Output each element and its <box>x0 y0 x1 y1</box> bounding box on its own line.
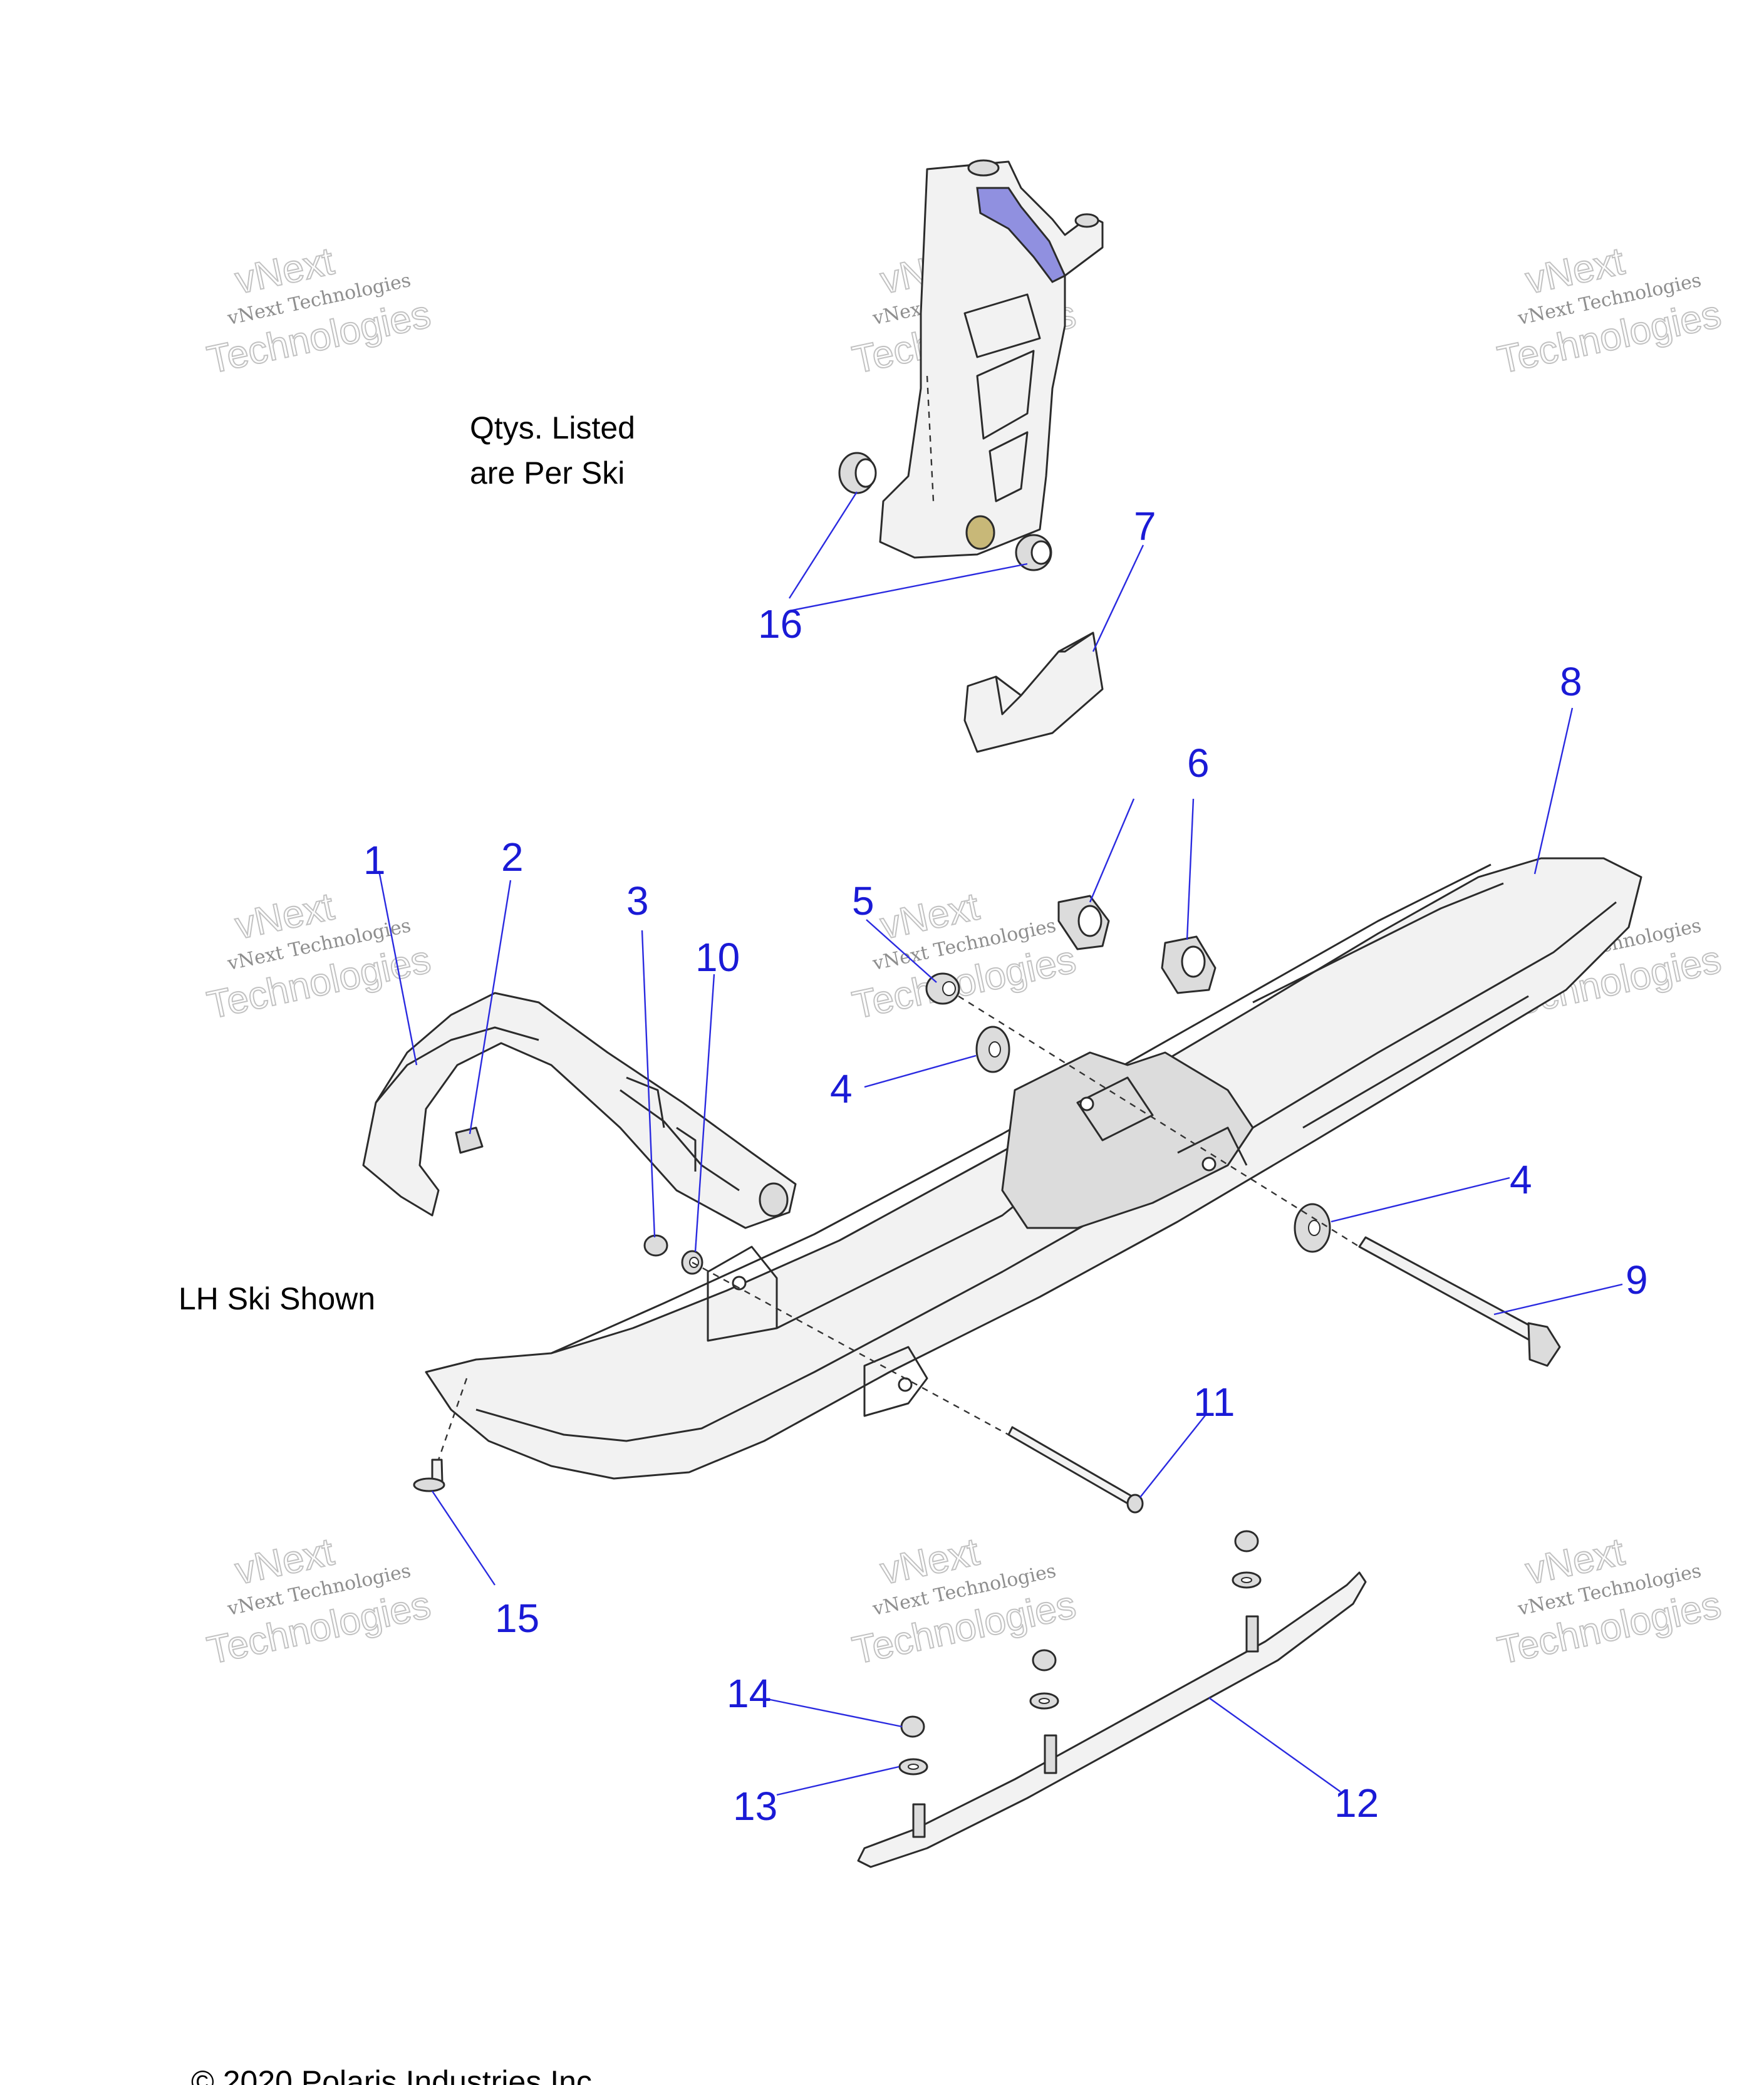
callout-10: 10 <box>695 935 740 980</box>
watermark-top-left: vNext vNext Technologies Technologies <box>203 239 435 382</box>
qty-note-line1: Qtys. Listed <box>470 410 635 445</box>
ski-loop-part <box>362 992 797 1229</box>
pivot-bolt-part <box>1358 1236 1561 1367</box>
callout-8: 8 <box>1560 659 1582 704</box>
wear-bar-washer-part <box>898 1571 1262 1776</box>
ski-pin-part <box>1007 1426 1144 1514</box>
copyright: © 2020 Polaris Industries Inc. <box>191 2064 601 2085</box>
watermark-bottom-left: vNext vNext Technologies Technologies <box>203 1529 435 1673</box>
spindle-stop-part <box>963 632 1104 753</box>
bushing-part <box>838 452 1052 571</box>
spindle-part <box>879 159 1104 559</box>
callout-15: 15 <box>495 1596 539 1641</box>
assembly-centerlines <box>437 995 1360 1460</box>
qty-note-line2: are Per Ski <box>470 455 625 491</box>
watermark-top-right: vNext vNext Technologies Technologies <box>1493 239 1725 382</box>
callout-6: 6 <box>1187 741 1210 786</box>
callout-4a: 4 <box>830 1066 853 1111</box>
callout-13: 13 <box>733 1784 777 1829</box>
callout-9: 9 <box>1626 1257 1648 1302</box>
callout-14: 14 <box>727 1671 771 1716</box>
wear-bar-nut-part <box>900 1530 1259 1738</box>
callout-11: 11 <box>1193 1380 1235 1425</box>
pivot-washer-part <box>975 1026 1331 1253</box>
callout-7: 7 <box>1134 504 1156 549</box>
callout-4b: 4 <box>1510 1157 1532 1202</box>
loop-nut-part <box>643 1234 668 1257</box>
ski-rivet-part <box>413 1458 445 1492</box>
leader-lines <box>378 491 1623 1796</box>
watermark-mid-left: vNext vNext Technologies Technologies <box>203 884 435 1027</box>
callout-5: 5 <box>852 878 874 923</box>
watermark-bottom-center: vNext vNext Technologies Technologies <box>848 1529 1080 1673</box>
pivot-bushing-part <box>1057 895 1217 994</box>
notes: Qtys. Listed are Per Ski LH Ski Shown © … <box>179 410 635 2085</box>
callout-1: 1 <box>363 838 386 883</box>
callouts: 1 2 3 4 4 5 6 7 8 9 10 11 12 13 14 15 16 <box>363 504 1648 1829</box>
callout-3: 3 <box>626 878 649 923</box>
callout-12: 12 <box>1334 1781 1379 1826</box>
watermark-bottom-right: vNext vNext Technologies Technologies <box>1493 1529 1725 1673</box>
callout-16: 16 <box>758 601 802 647</box>
ski-part <box>425 857 1642 1480</box>
loop-cap-part <box>455 1126 484 1154</box>
side-note: LH Ski Shown <box>179 1281 375 1316</box>
callout-2: 2 <box>501 835 524 880</box>
wear-bar-part <box>857 1571 1367 1868</box>
